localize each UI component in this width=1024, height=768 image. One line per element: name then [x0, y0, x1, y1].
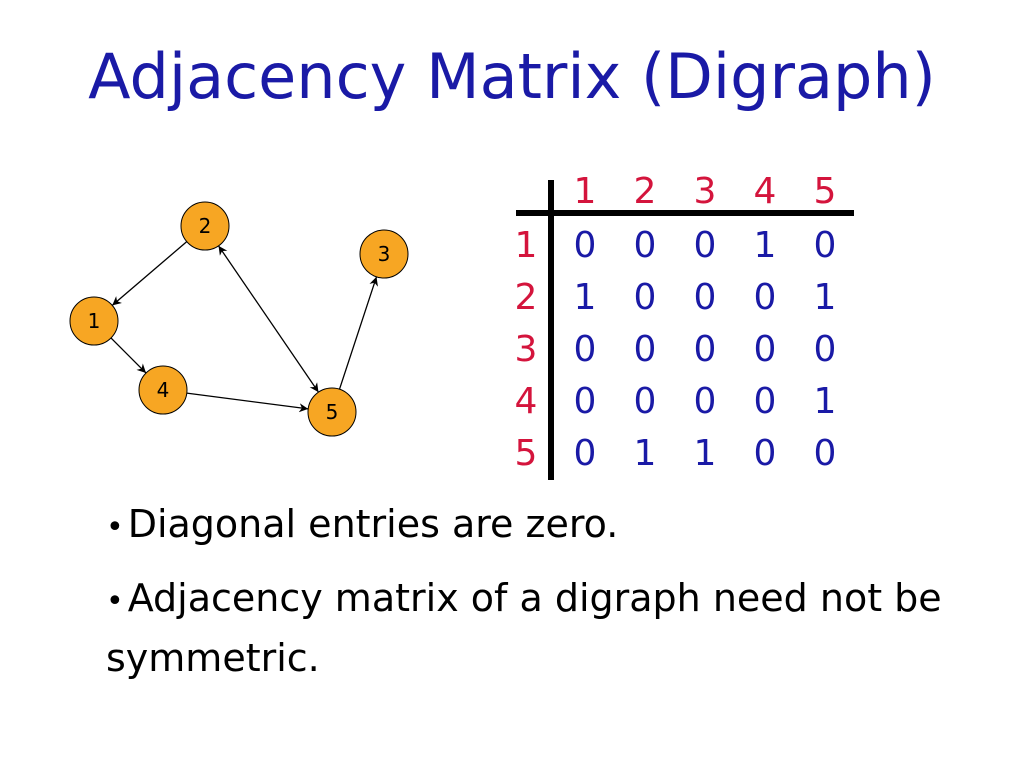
edge-1-to-4: [110, 337, 147, 374]
bullet-marker: •: [106, 584, 124, 619]
bullet-marker: •: [106, 510, 124, 545]
node-3-label: 3: [378, 242, 391, 266]
node-1-circle: [69, 296, 119, 346]
edge-5-to-3: [338, 276, 378, 390]
node-4-label: 4: [157, 378, 170, 402]
node-1: 1: [69, 296, 119, 346]
edge-2-to-1: [111, 241, 188, 306]
node-5-label: 5: [326, 400, 339, 424]
node-3: 3: [359, 229, 409, 279]
node-2-circle: [180, 201, 230, 251]
node-3-circle: [359, 229, 409, 279]
node-4: 4: [138, 365, 188, 415]
node-4-circle: [138, 365, 188, 415]
bullet-list: •Diagonal entries are zero.•Adjacency ma…: [106, 496, 986, 700]
node-5-circle: [307, 387, 357, 437]
node-5: 5: [307, 387, 357, 437]
bullet-item: •Diagonal entries are zero.: [106, 496, 986, 556]
node-2-label: 2: [199, 214, 212, 238]
edge-4-to-5: [186, 392, 309, 413]
edges-layer: [110, 241, 378, 413]
slide-title: Adjacency Matrix (Digraph): [88, 40, 936, 113]
bullet-text: Diagonal entries are zero.: [127, 502, 619, 546]
node-2: 2: [180, 201, 230, 251]
node-1-label: 1: [88, 309, 101, 333]
bullet-item: •Adjacency matrix of a digraph need not …: [106, 570, 986, 686]
edge-2-5-bidirectional: [217, 245, 320, 393]
bullet-text: Adjacency matrix of a digraph need not b…: [106, 576, 942, 680]
nodes-layer: 1 2 3 4 5: [69, 201, 409, 437]
